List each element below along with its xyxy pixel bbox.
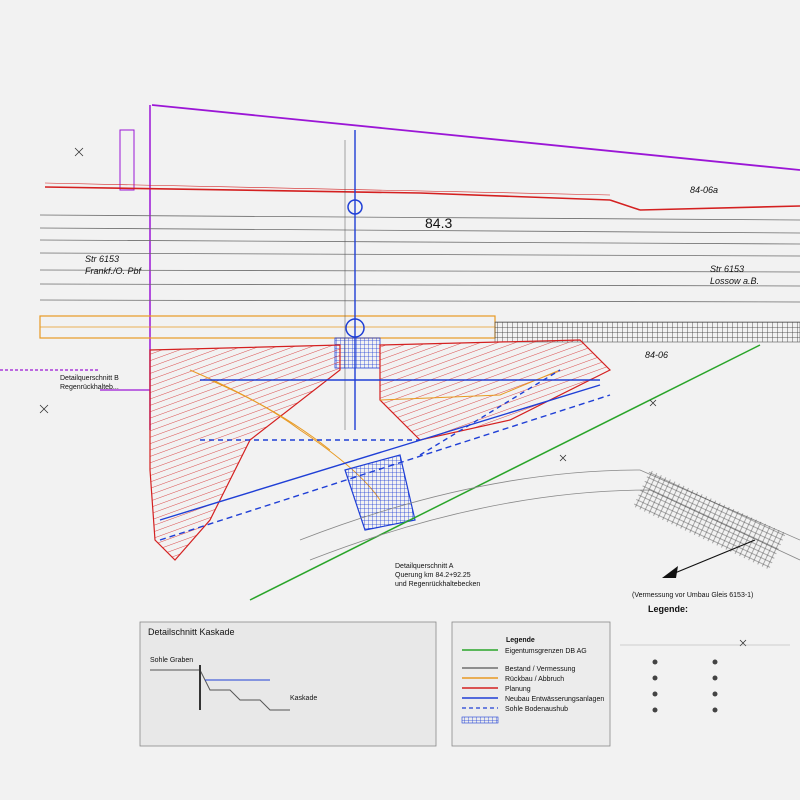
- track-label-left-2: Frankf./O. Pbf: [85, 266, 143, 276]
- km-label: 84.3: [425, 215, 452, 231]
- km-label-right-2: 84-06: [645, 350, 668, 360]
- detail-b-line2: Regenrückhalteb...: [60, 384, 119, 391]
- legend-item-4: Neubau Entwässerungsanlagen: [505, 696, 604, 703]
- line-legend-box: Legende Eigentumsgrenzen DB AG Bestand /…: [451, 621, 611, 747]
- track-label-right-2: Lossow a.B.: [710, 276, 759, 286]
- track-label-right-1: Str 6153: [710, 264, 744, 274]
- detail-a-line1: Detailquerschnitt A: [395, 563, 454, 570]
- kaskade-kaskade-label: Kaskade: [290, 695, 317, 702]
- survey-point-markers: [39, 147, 747, 647]
- legend-item-3: Planung: [505, 686, 531, 693]
- km-label-right: 84-06a: [690, 185, 718, 195]
- rail-line-red: [44, 182, 800, 211]
- legend-item-0: Eigentumsgrenzen DB AG: [505, 648, 587, 655]
- culvert-axis: [334, 130, 381, 430]
- detail-b-line1: Detailquerschnitt B: [60, 375, 119, 382]
- symbol-legend: [620, 644, 790, 713]
- kaskade-graben-label: Sohle Graben: [150, 657, 193, 664]
- line-legend-title: Legende: [506, 637, 535, 644]
- orange-band: [39, 315, 800, 343]
- existing-roads: [299, 469, 800, 570]
- drainage-pipes: [159, 369, 611, 541]
- track-lines: [39, 214, 800, 303]
- survey-note: (Vermessung vor Umbau Gleis 6153-1): [632, 592, 753, 599]
- north-arrow-icon: [662, 539, 756, 578]
- property-boundary-green: [249, 344, 761, 601]
- legend-item-5: Sohle Bodenaushub: [505, 706, 568, 713]
- legend-item-2: Rückbau / Abbruch: [505, 676, 564, 683]
- kaskade-inset: Detailschnitt Kaskade Sohle Graben Kaska…: [139, 621, 437, 747]
- detail-a-line3: und Regenrückhaltebecken: [395, 581, 480, 588]
- legend-title: Legende:: [648, 604, 688, 614]
- legend-item-1: Bestand / Vermessung: [505, 666, 576, 673]
- track-label-left-1: Str 6153: [85, 254, 119, 264]
- kaskade-title: Detailschnitt Kaskade: [148, 627, 235, 637]
- culvert-crossing: [344, 454, 416, 531]
- detail-a-line2: Querung km 84.2+92.25: [395, 572, 471, 579]
